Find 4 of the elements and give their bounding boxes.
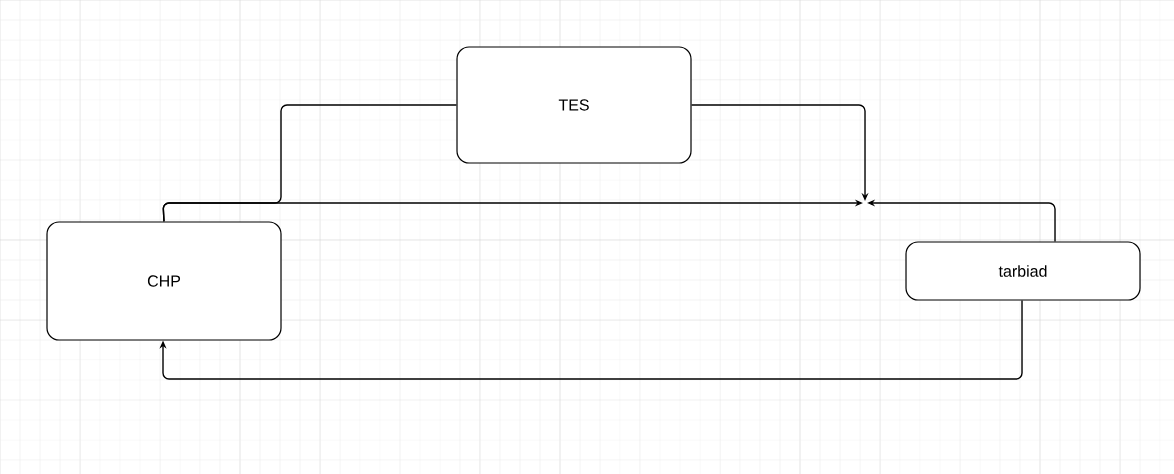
process-box: CHP [46,221,282,341]
process-box: TES [456,46,692,164]
process-box: tarbiad [905,241,1141,301]
arrow [159,299,1023,380]
